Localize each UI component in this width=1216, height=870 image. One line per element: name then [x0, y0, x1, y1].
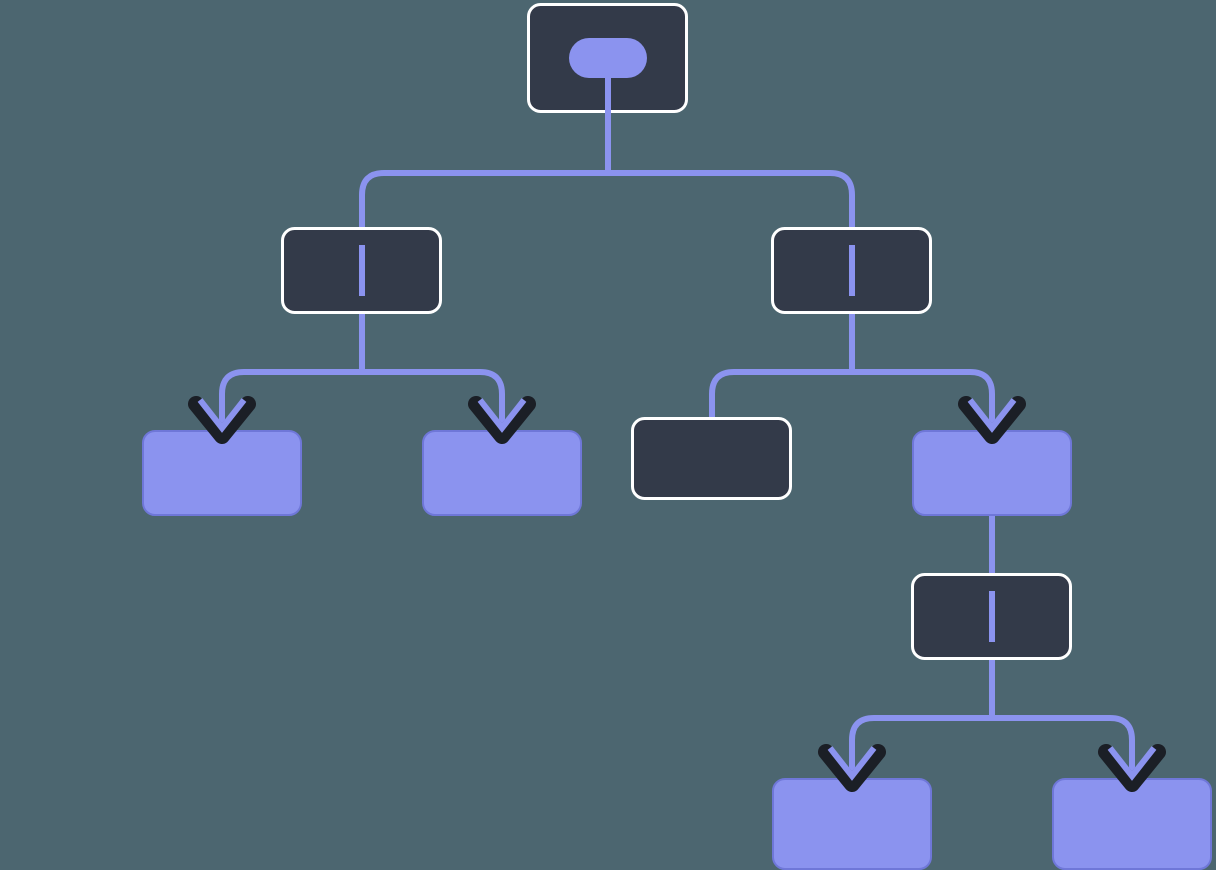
nodes-layer: [142, 3, 1212, 870]
arrowhead-level2-d-connector-tip: [967, 398, 1017, 433]
level2-dark-node-c-surface[interactable]: [631, 417, 792, 500]
connector-root-split-bus-left-leg: [359, 170, 608, 227]
root-node-pill-badge: [569, 38, 647, 78]
arrowhead-level2-a: [188, 396, 256, 444]
level1-left-node[interactable]: [281, 227, 442, 314]
connector-level1-right-to-accent: [852, 369, 995, 430]
connector-level3-split-bus-right-leg: [992, 715, 1135, 778]
arrowhead-level2-d: [958, 396, 1026, 444]
arrowhead-level4-a: [818, 744, 886, 792]
arrowhead-level4-a-connector-tip: [827, 746, 877, 781]
level3-dark-node[interactable]: [911, 573, 1072, 660]
arrowhead-level4-b-connector-tip: [1107, 746, 1157, 781]
level4-accent-node-b[interactable]: [1052, 778, 1212, 870]
arrowhead-level2-b: [468, 396, 536, 444]
connector-root-split-bus-right-leg: [608, 170, 855, 227]
connector-level1-left-split-bus-left-leg: [219, 369, 362, 430]
connector-level1-left-split-bus-right-leg: [362, 369, 505, 430]
connector-level1-right-to-dark: [709, 369, 852, 417]
level1-right-node[interactable]: [771, 227, 932, 314]
root-node[interactable]: [527, 3, 688, 114]
arrowhead-level2-b-connector-tip: [477, 398, 527, 433]
level4-accent-node-a[interactable]: [772, 778, 932, 870]
connector-level3-split-bus-left-leg: [849, 715, 992, 778]
level4-accent-node-b-surface[interactable]: [1052, 778, 1212, 870]
level4-accent-node-a-surface[interactable]: [772, 778, 932, 870]
level2-dark-node-c[interactable]: [631, 417, 792, 500]
arrowhead-level2-a-connector-tip: [197, 398, 247, 433]
arrowhead-level4-b: [1098, 744, 1166, 792]
connectors-layer: [219, 113, 1135, 778]
arrowheads-layer: [188, 396, 1166, 792]
